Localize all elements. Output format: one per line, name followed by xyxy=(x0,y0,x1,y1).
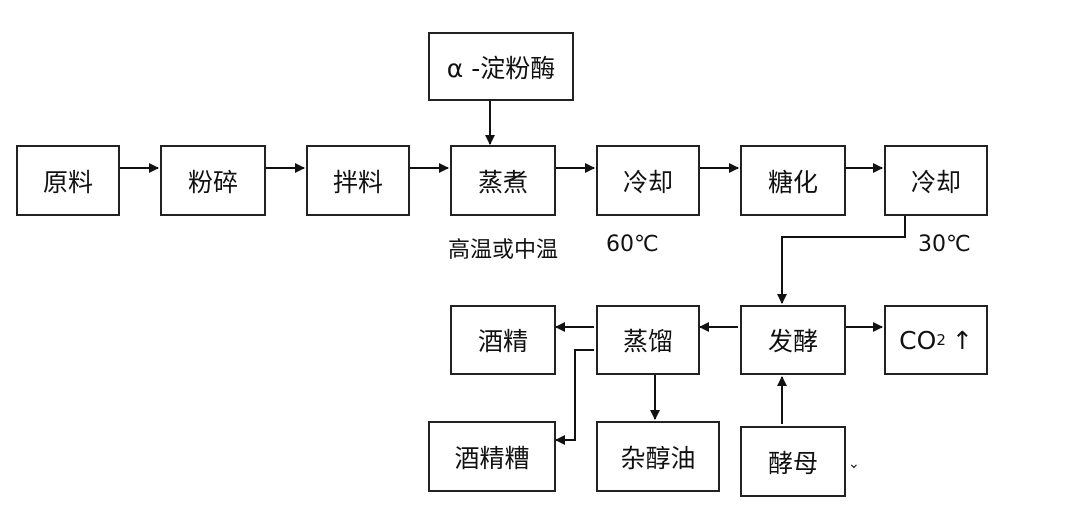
node-crushing: 粉碎 xyxy=(160,145,266,216)
arrow-cool2-ferment xyxy=(777,216,906,304)
note-steam-temperature: 高温或中温 xyxy=(448,238,559,263)
arrow-distill-vinasse xyxy=(555,349,594,445)
note-cool1-temperature: 60℃ xyxy=(606,232,659,257)
node-fusel-oil: 杂醇油 xyxy=(596,421,720,492)
node-cooling-1: 冷却 xyxy=(596,145,700,216)
node-steaming: 蒸煮 xyxy=(450,145,556,216)
stray-mark: ⌄ xyxy=(848,456,860,472)
node-alcohol: 酒精 xyxy=(450,305,556,375)
co2-subscript: 2 xyxy=(936,331,946,349)
node-mixing: 拌料 xyxy=(306,145,410,216)
co2-arrow-up: ↑ xyxy=(951,325,973,355)
node-vinasse: 酒精糟 xyxy=(428,421,556,492)
node-saccharification: 糖化 xyxy=(740,145,846,216)
co2-prefix: CO xyxy=(899,325,937,355)
node-cooling-2: 冷却 xyxy=(884,145,988,216)
node-distillation: 蒸馏 xyxy=(596,305,700,375)
node-yeast: 酵母 xyxy=(740,426,846,497)
node-amylase: α -淀粉酶 xyxy=(428,32,574,101)
note-cool2-temperature: 30℃ xyxy=(918,232,971,257)
node-raw-material: 原料 xyxy=(16,145,120,216)
node-fermentation: 发酵 xyxy=(740,305,846,375)
